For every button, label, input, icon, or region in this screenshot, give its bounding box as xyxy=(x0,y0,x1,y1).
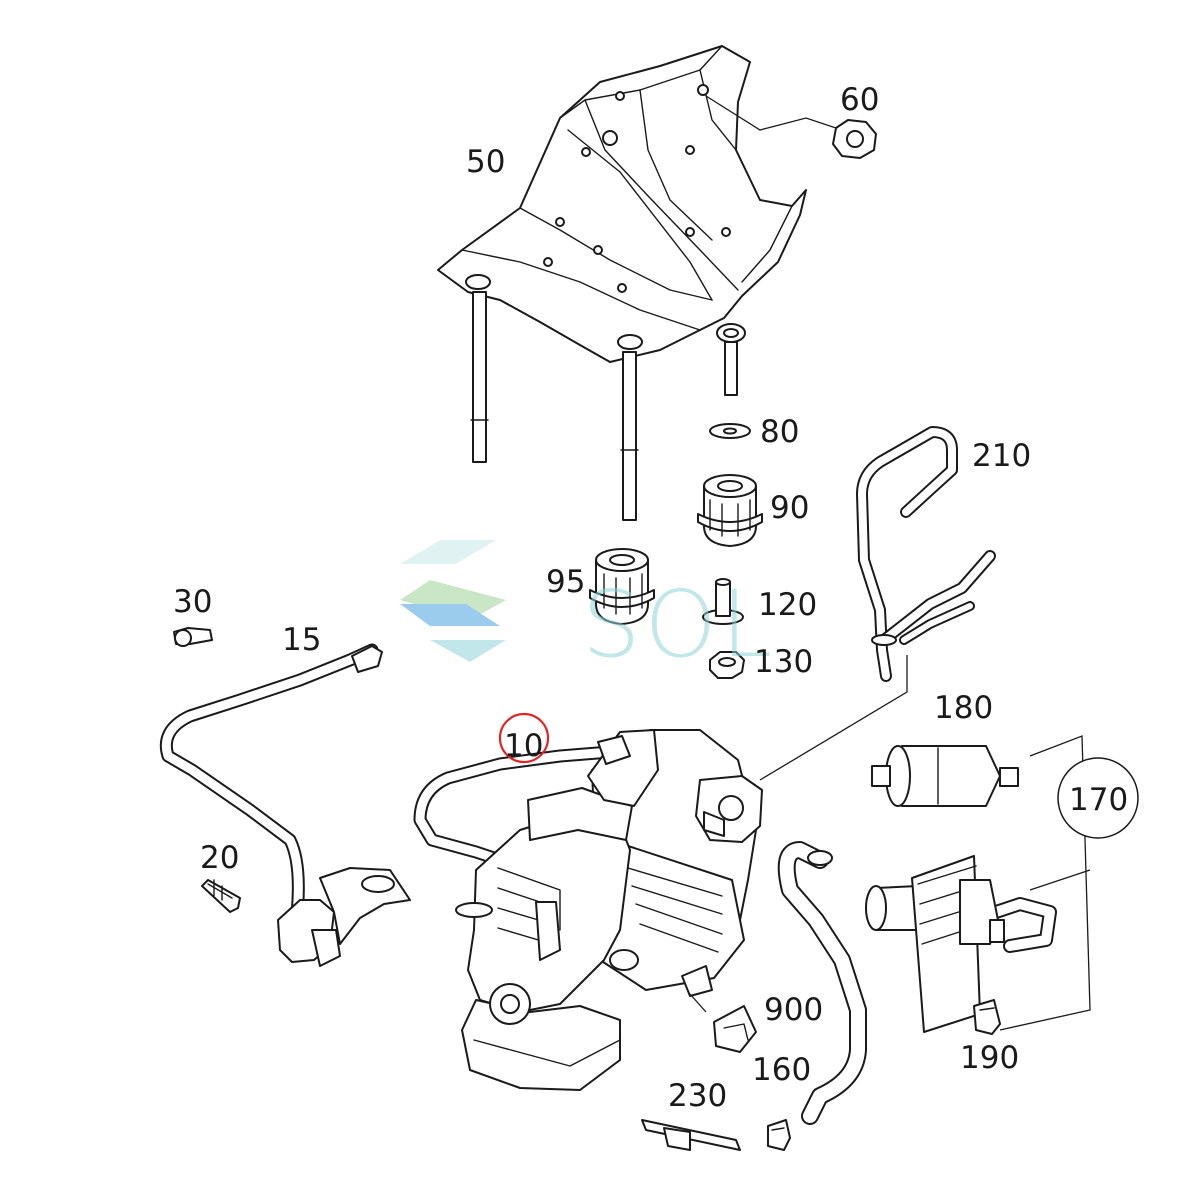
label-part-190: 190 xyxy=(960,1040,1019,1076)
watermark-text: SOL xyxy=(582,571,776,678)
label-part-170: 170 xyxy=(1069,782,1128,818)
air-pipe-part-210 xyxy=(759,426,996,781)
label-part-10: 10 xyxy=(504,728,543,764)
bracket-rail-part-230 xyxy=(641,1119,741,1151)
rubber-mount-part-95 xyxy=(589,548,655,625)
clip-part-160 xyxy=(767,1119,791,1151)
watermark-stripe-low xyxy=(400,604,500,626)
rubber-mount-part-90 xyxy=(697,474,763,547)
hex-nut-part-60 xyxy=(705,95,877,159)
label-part-160: 160 xyxy=(752,1052,811,1088)
screw-part-30 xyxy=(173,627,213,647)
clip-part-190 xyxy=(973,999,1001,1035)
collar-nut-part-130 xyxy=(709,651,745,679)
label-part-20: 20 xyxy=(200,840,239,876)
sensor-part-20 xyxy=(201,879,241,913)
watermark-stripe-bottom xyxy=(430,640,506,662)
air-hose-part-15 xyxy=(159,643,411,967)
watermark-stripe-mid xyxy=(400,580,506,620)
compressor-part-10 xyxy=(413,729,763,1091)
filter-assembly-part-170 xyxy=(865,735,1091,1033)
label-part-60: 60 xyxy=(840,82,879,118)
label-part-180: 180 xyxy=(934,690,993,726)
label-part-15: 15 xyxy=(282,622,321,658)
label-part-50: 50 xyxy=(466,144,505,180)
label-part-90: 90 xyxy=(770,490,809,526)
label-part-900: 900 xyxy=(764,992,823,1028)
rubber-pad-part-900 xyxy=(689,993,757,1053)
label-part-120: 120 xyxy=(758,587,817,623)
callout-circle-170 xyxy=(1057,757,1139,839)
label-part-130: 130 xyxy=(754,644,813,680)
filter-part-180 xyxy=(871,745,1019,807)
label-part-95: 95 xyxy=(546,564,585,600)
sleeve-pin-part-120 xyxy=(702,578,744,625)
label-part-210: 210 xyxy=(972,438,1031,474)
label-part-80: 80 xyxy=(760,414,799,450)
washer-part-80 xyxy=(709,423,751,439)
sol-watermark: SOL xyxy=(400,540,776,678)
intake-hose xyxy=(777,841,867,1125)
label-part-30: 30 xyxy=(173,584,212,620)
highlight-ring xyxy=(498,712,550,764)
label-part-230: 230 xyxy=(668,1078,727,1114)
watermark-stripe-top xyxy=(400,540,496,564)
bracket-part-50 xyxy=(437,45,807,521)
